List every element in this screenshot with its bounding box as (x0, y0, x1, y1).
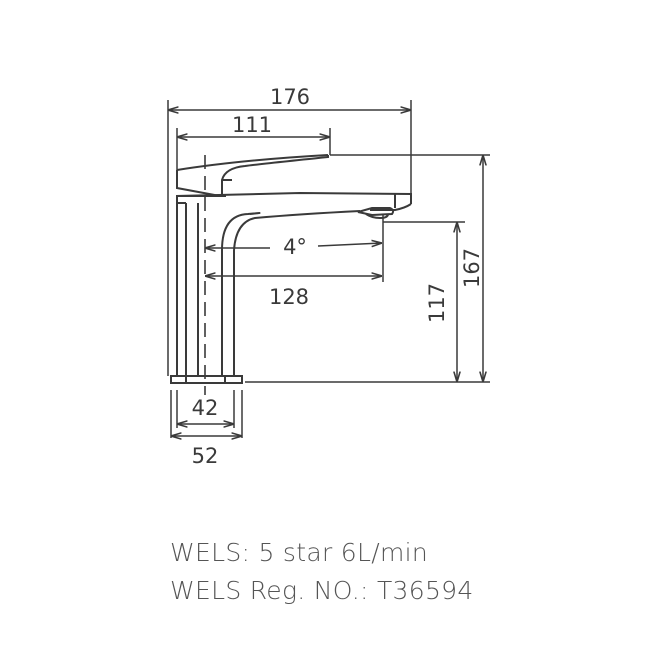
dim-spout-height: 117 (425, 283, 449, 323)
dim-spout-angle: 4° (283, 235, 307, 259)
wels-rating-text: WELS: 5 star 6L/min (170, 538, 429, 567)
tap-outline (170, 154, 412, 384)
wels-registration-text: WELS Reg. NO.: T36594 (170, 576, 474, 605)
dim-overall-length: 176 (270, 85, 310, 109)
dim-base-outer: 52 (192, 444, 219, 468)
dim-spout-reach: 128 (269, 285, 309, 309)
dim-base-inner: 42 (192, 396, 219, 420)
dimension-lines (167, 100, 490, 438)
dim-handle-length: 111 (232, 113, 272, 137)
dim-overall-height: 167 (460, 248, 484, 288)
